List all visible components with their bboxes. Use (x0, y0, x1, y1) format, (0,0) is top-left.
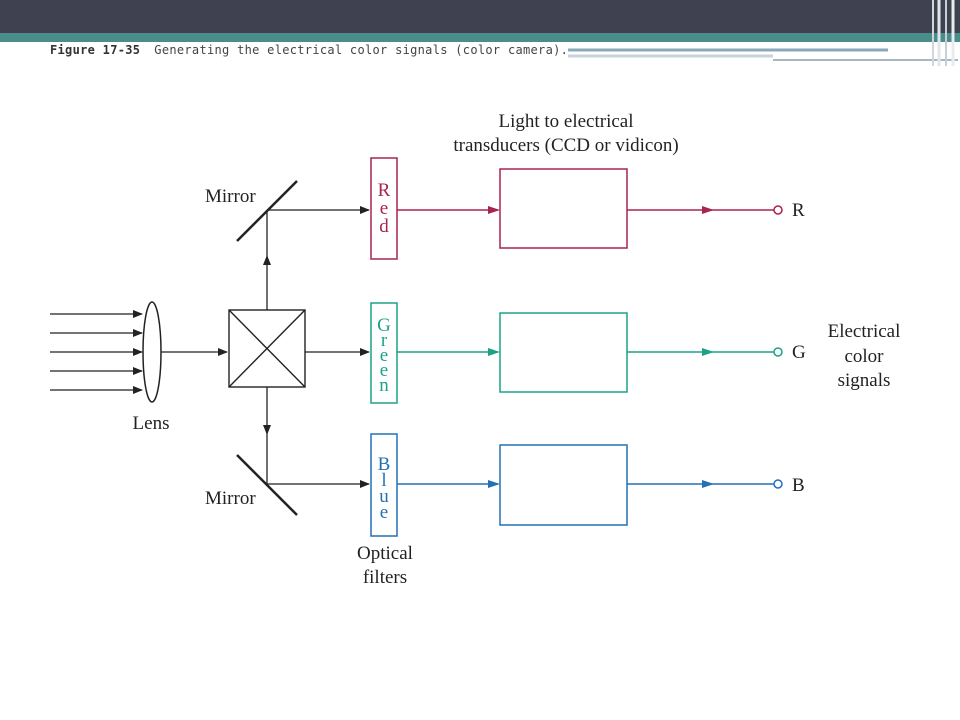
figure-caption-text: Generating the electrical color signals … (154, 43, 569, 57)
green-output-terminal (773, 347, 783, 357)
incoming-light-rays (50, 310, 143, 394)
optical-filters-label-line2: filters (363, 567, 407, 588)
blue-filter-letter: e (380, 502, 388, 523)
blue-output-terminal (773, 479, 783, 489)
green-filter-letter: e (380, 360, 388, 381)
red-filter-letter: d (379, 216, 389, 237)
blue-filter-letter: B (378, 454, 391, 475)
red-output-terminal (773, 205, 783, 215)
green-filter-letter: n (379, 375, 389, 396)
transducers-label-line1: Light to electrical (498, 111, 633, 132)
caption-strip (0, 42, 568, 64)
decorative-lines (568, 42, 960, 66)
green-channel (370, 302, 783, 404)
mirror-top-label: Mirror (205, 186, 256, 207)
lens-label: Lens (133, 413, 170, 434)
blue-transducer (499, 444, 628, 526)
red-channel (370, 157, 783, 260)
green-transducer (499, 312, 628, 393)
mirror-bottom-icon (236, 454, 298, 516)
green-filter-letter: e (380, 345, 388, 366)
green-filter-letter: r (381, 330, 388, 351)
green-filter (370, 302, 398, 404)
figure-caption: Figure 17-35 Generating the electrical co… (50, 43, 568, 57)
output-title-line3: signals (838, 370, 891, 391)
figure-number: Figure 17-35 (50, 43, 141, 57)
optical-filters-label-line1: Optical (357, 543, 413, 564)
blue-output-label: B (792, 475, 805, 496)
red-filter-letter: e (380, 198, 388, 219)
mirror-bottom-label: Mirror (205, 488, 256, 509)
red-transducer (499, 168, 628, 249)
mirror-top-icon (236, 180, 298, 242)
beam-splitter-icon (228, 309, 306, 388)
red-filter-letter: R (378, 180, 391, 201)
blue-channel (370, 433, 783, 537)
top-bar (0, 0, 960, 33)
red-filter (370, 157, 398, 260)
accent-band (0, 33, 960, 42)
red-output-label: R (792, 200, 805, 221)
green-filter-letter: G (377, 315, 391, 336)
decorative-vertical-lines (932, 0, 955, 66)
blue-filter-letter: l (381, 470, 386, 491)
blue-filter (370, 433, 398, 537)
output-title-line2: color (844, 346, 884, 367)
blue-filter-letter: u (379, 486, 389, 507)
output-title-line1: Electrical (828, 321, 901, 342)
lens-icon (142, 301, 162, 403)
green-output-label: G (792, 342, 806, 363)
transducers-label-line2: transducers (CCD or vidicon) (453, 135, 678, 156)
